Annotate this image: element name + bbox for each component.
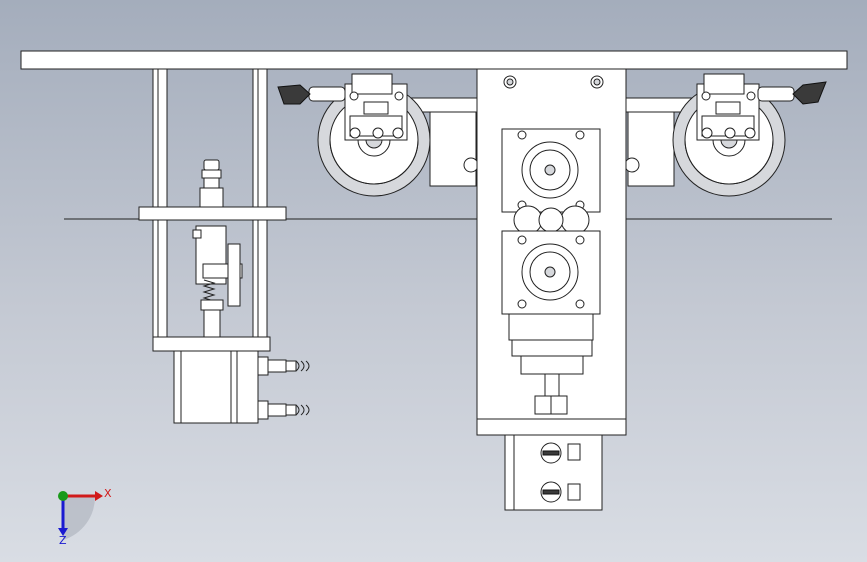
top-mounting-plate[interactable] — [20, 50, 848, 70]
axis-label-z: Z — [59, 534, 67, 547]
linear-block-right — [696, 73, 760, 141]
air-fitting-lower — [257, 400, 310, 420]
air-cylinder-body — [173, 350, 259, 424]
stepper-motor-lower — [501, 230, 601, 315]
guide-rod-right — [252, 68, 268, 340]
guide-plate-lower — [152, 336, 271, 352]
beam-support-right — [627, 111, 675, 187]
clamp-lever-right[interactable] — [757, 81, 827, 105]
axis-label-x: X — [104, 487, 112, 500]
coupling-rollers — [513, 205, 590, 235]
lower-cylinder[interactable] — [504, 434, 603, 511]
side-bolt-right — [624, 157, 640, 173]
beam-support-left — [429, 111, 477, 187]
coordinate-triad: X Z — [58, 487, 112, 547]
guide-plate-upper — [138, 206, 287, 221]
piston-rod — [203, 309, 221, 338]
linear-block-left — [344, 73, 408, 141]
stepper-motor-upper — [501, 128, 601, 213]
left-cylinder-assembly[interactable] — [138, 68, 310, 424]
clamp-lever-left[interactable] — [277, 84, 346, 105]
air-fitting-upper — [257, 356, 310, 376]
motor-shaft-assembly — [508, 313, 594, 415]
guide-rod-left — [152, 68, 168, 340]
side-bolt-left — [463, 157, 479, 173]
